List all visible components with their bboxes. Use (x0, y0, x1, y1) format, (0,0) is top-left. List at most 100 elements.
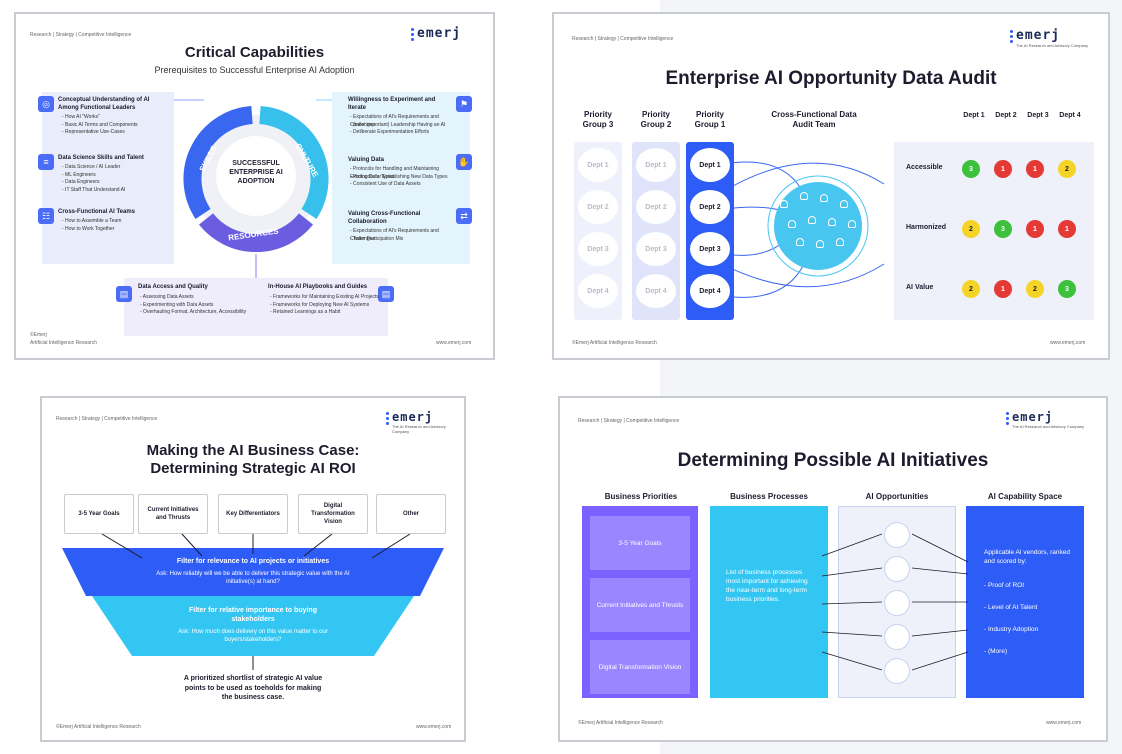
capability-item: - Level of AI Talent (984, 604, 1038, 611)
opportunity-circle[interactable] (884, 556, 910, 582)
processes-column (710, 506, 828, 698)
opportunity-circle[interactable] (884, 658, 910, 684)
left-section-item: - IT Staff That Understand AI (62, 186, 126, 193)
priority-group-label: Priority Group 3 (582, 110, 614, 129)
column-heading: AI Capability Space (987, 492, 1063, 501)
filter-2-question: Ask: How much does delivery on this valu… (178, 629, 328, 643)
column-heading: Business Priorities (604, 492, 678, 501)
right-section-item: - Consistent Use of Data Assets (350, 181, 421, 187)
priority-item[interactable]: Digital Transformation Vision (590, 640, 690, 694)
dept-node[interactable]: Dept 1 (578, 148, 618, 182)
left-section-item: - Basic AI Terms and Components (62, 121, 138, 128)
left-section-heading: Data Science Skills and Talent (58, 155, 144, 161)
rating-badge: 3 (994, 220, 1012, 238)
slide-ai-business-case[interactable]: Research | Strategy | Competitive Intell… (40, 396, 466, 742)
slide-critical-capabilities[interactable]: Research | Strategy | Competitive Intell… (14, 12, 495, 360)
logo-word: emerj (417, 26, 462, 41)
funnel (62, 533, 444, 670)
input-box[interactable]: 3-5 Year Goals (64, 494, 134, 534)
column-heading: AI Opportunities (865, 492, 929, 501)
priority-group-label: Priority Group 1 (694, 110, 726, 129)
dept-node[interactable]: Dept 4 (690, 274, 730, 308)
opportunity-circle[interactable] (884, 624, 910, 650)
bottom-section-item: - Frameworks for Deploying New AI System… (270, 301, 370, 308)
input-box[interactable]: Other (376, 494, 446, 534)
priority-item[interactable]: Current Initiatives and Thrusts (590, 578, 690, 632)
table-column-header: Dept 2 (995, 112, 1017, 119)
priority-item[interactable]: 3-5 Year Goals (590, 516, 690, 570)
input-box[interactable]: Key Differentiators (218, 494, 288, 534)
logo-word: emerj (1012, 410, 1054, 424)
opportunity-circle[interactable] (884, 590, 910, 616)
right-panel (332, 92, 470, 264)
dept-node[interactable]: Dept 2 (690, 190, 730, 224)
processes-text: List of business processes most importan… (726, 569, 808, 603)
page-subtitle: Prerequisites to Successful Enterprise A… (154, 65, 355, 75)
dept-node[interactable]: Dept 3 (690, 232, 730, 266)
bottom-section-heading: In-House AI Playbooks and Guides (268, 284, 368, 290)
rating-badge: 3 (1058, 280, 1076, 298)
table-column-header: Dept 3 (1027, 112, 1049, 119)
right-section-item: - (most important) Leadership Having an … (350, 121, 446, 128)
emerj-logo: emerj The AI Research and Advisory Compa… (1010, 28, 1088, 48)
bottom-section-item: - Overhauling Format, Architecture, Acce… (140, 309, 247, 315)
rating-badge: 2 (1026, 280, 1044, 298)
title-line-2: Determining Strategic AI ROI (150, 460, 356, 477)
section-icon: ▤ (378, 286, 394, 302)
rating-badge: 3 (962, 160, 980, 178)
footer-research: Artificial Intelligence Research (30, 340, 97, 346)
input-box[interactable]: Current Initiatives and Thrusts (138, 494, 208, 534)
person-icon (796, 238, 804, 246)
rating-badge: 2 (962, 280, 980, 298)
dept-node[interactable]: Dept 2 (578, 190, 618, 224)
opportunity-circle[interactable] (884, 522, 910, 548)
capability-intro: Applicable AI vendors, ranked and scored… (984, 549, 1070, 565)
bottom-panel (124, 278, 388, 336)
dept-node[interactable]: Dept 4 (636, 274, 676, 308)
section-icon: ✋ (456, 154, 472, 170)
left-section-item: - How AI "Works" (62, 114, 100, 120)
dept-node[interactable]: Dept 3 (578, 232, 618, 266)
capability-item: - Industry Adoption (984, 626, 1039, 633)
emerj-logo: emerj The AI Research and Advisory Compa… (386, 410, 464, 434)
dept-node[interactable]: Dept 2 (636, 190, 676, 224)
left-section-heading: Conceptual Understanding of AI Among Fun… (58, 97, 150, 111)
right-section-item: - Team Participation Mix (350, 235, 404, 242)
footer-url: www.emerj.com (416, 724, 452, 730)
person-icon (808, 216, 816, 224)
person-icon (788, 220, 796, 228)
page-title: Enterprise AI Opportunity Data Audit (665, 68, 997, 89)
column-heading: Business Processes (730, 492, 808, 501)
slide-possible-ai-initiatives[interactable]: Research | Strategy | Competitive Intell… (558, 396, 1108, 742)
dept-node[interactable]: Dept 1 (690, 148, 730, 182)
breadcrumb: Research | Strategy | Competitive Intell… (572, 36, 674, 42)
rating-badge: 1 (1058, 220, 1076, 238)
footer-url: www.emerj.com (1046, 720, 1082, 726)
capability-column (966, 506, 1084, 698)
table-column-header: Dept 4 (1059, 112, 1081, 119)
bottom-section-heading: Data Access and Quality (138, 284, 208, 290)
left-section-heading: Cross-Functional AI Teams (58, 209, 136, 215)
breadcrumb: Research | Strategy | Competitive Intell… (578, 418, 680, 424)
filter-1-question: Ask: How reliably will we be able to del… (156, 571, 350, 585)
person-icon (848, 220, 856, 228)
person-icon (836, 238, 844, 246)
right-section-heading: Valuing Cross-Functional Collaboration (348, 211, 421, 225)
rating-badge: 1 (994, 160, 1012, 178)
section-icon: ⇄ (456, 208, 472, 224)
left-section-item: - Data Engineers (62, 179, 100, 185)
right-section-heading: Willingness to Experiment and Iterate (348, 97, 436, 111)
dept-node[interactable]: Dept 1 (636, 148, 676, 182)
dept-node[interactable]: Dept 4 (578, 274, 618, 308)
input-box[interactable]: Digital Transformation Vision (298, 494, 368, 534)
left-section-item: - How to Work Together (62, 225, 115, 232)
person-icon (820, 194, 828, 202)
person-icon (800, 192, 808, 200)
dept-node[interactable]: Dept 3 (636, 232, 676, 266)
slide-data-audit[interactable]: Research | Strategy | Competitive Intell… (552, 12, 1110, 360)
capability-item: - (More) (984, 648, 1008, 655)
section-icon: ⚑ (456, 96, 472, 112)
left-panel (42, 92, 174, 264)
bottom-section-item: - Retained Learnings as a Habit (270, 309, 341, 315)
priority-group-label: Priority Group 2 (640, 110, 672, 129)
